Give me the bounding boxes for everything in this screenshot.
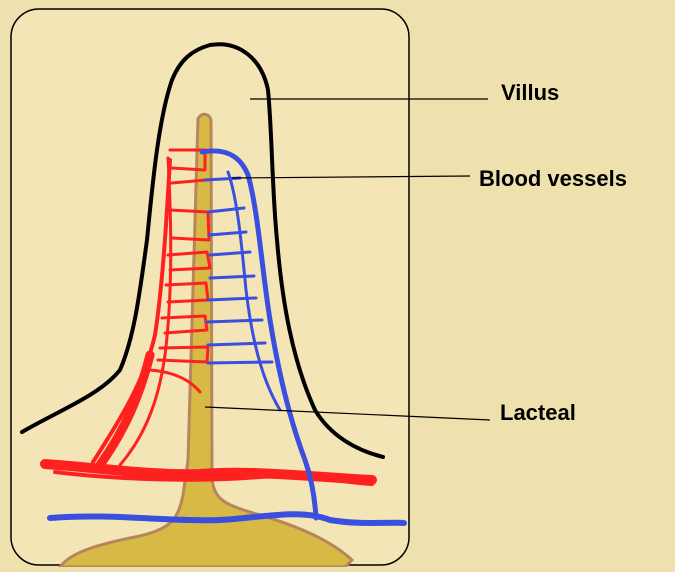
vein-capillary-6 <box>208 298 256 300</box>
vein-capillary-9 <box>208 362 272 363</box>
vein-capillary-5 <box>210 276 254 278</box>
vein-capillary-8 <box>208 343 265 345</box>
blood-vessels-label: Blood vessels <box>479 166 627 192</box>
lacteal-label: Lacteal <box>500 400 576 426</box>
vein-capillary-7 <box>207 320 262 322</box>
villus-label: Villus <box>501 80 559 106</box>
